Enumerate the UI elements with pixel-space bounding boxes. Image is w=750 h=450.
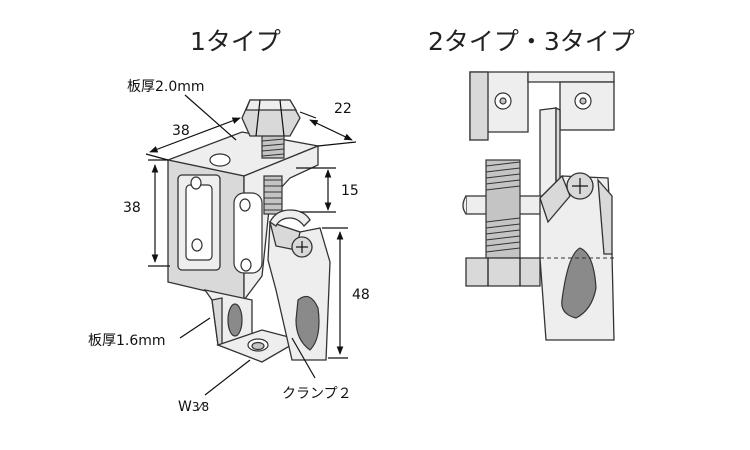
dimension-lines bbox=[145, 94, 357, 396]
label-thread-fraction: 3⁄8 bbox=[192, 400, 209, 414]
label-clamp: クランプ２ bbox=[282, 386, 352, 402]
label-thread: W3⁄8 bbox=[178, 399, 209, 415]
label-plate-bottom: 板厚1.6mm bbox=[88, 333, 166, 349]
type1-clamp-drawing bbox=[165, 99, 331, 363]
dim-height-left: 38 bbox=[123, 200, 141, 216]
type23-clamp-drawing bbox=[462, 71, 615, 341]
label-plate-top: 板厚2.0mm bbox=[127, 79, 205, 95]
type23-title: 2タイプ・3タイプ bbox=[428, 27, 635, 56]
dim-clamp-height: 48 bbox=[352, 287, 370, 303]
dim-gap: 15 bbox=[341, 183, 359, 199]
type1-title: 1タイプ bbox=[190, 27, 281, 56]
dim-width-top: 38 bbox=[172, 123, 190, 139]
dim-bolt-offset: 22 bbox=[334, 101, 352, 117]
label-thread-main: W bbox=[178, 399, 192, 415]
